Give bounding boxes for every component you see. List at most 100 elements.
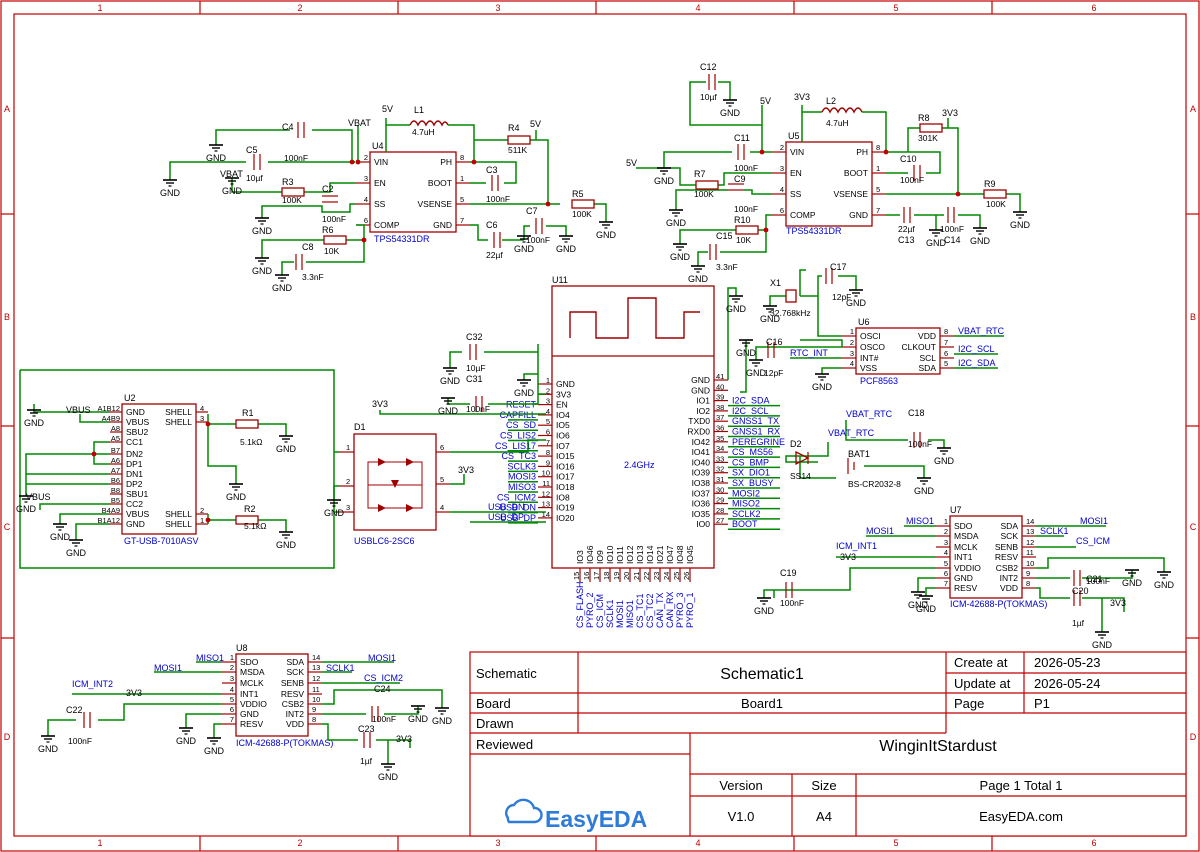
u8-body[interactable] <box>235 653 309 737</box>
junction <box>361 237 367 243</box>
pin-name: IO36 <box>692 499 711 509</box>
gnd-label: GND <box>16 504 37 514</box>
pin-name: COMP <box>790 210 816 220</box>
zone-col-label: 1 <box>97 3 102 13</box>
r9-ref: R9 <box>984 179 996 189</box>
pin-name: SS <box>790 189 802 199</box>
u11-ref: U11 <box>552 275 568 285</box>
pin-number: B7 <box>111 446 120 455</box>
u8-3v3-label: 3V3 <box>126 688 142 698</box>
u2-vbus2-label: VBUS <box>26 492 51 502</box>
r9-resistor <box>983 189 1007 199</box>
pin-name: MSDA <box>240 667 265 677</box>
u2-body[interactable] <box>121 403 197 535</box>
gnd-label: GND <box>688 274 709 284</box>
u11-left-net: MOSI3 <box>508 472 536 482</box>
u6-body[interactable] <box>855 327 941 375</box>
pin-number: A8 <box>111 424 120 433</box>
c23-val: 1µf <box>360 756 373 766</box>
pin-number: 24 <box>662 572 671 580</box>
u11-left-net: CS_LIS17 <box>495 441 536 451</box>
c8-ref: C8 <box>302 242 314 252</box>
u11-bottom-net: MISO1 <box>625 600 635 628</box>
pin-name: IO19 <box>556 503 575 513</box>
u11-right-net: BOOT <box>732 519 758 529</box>
u4-wire-c5 <box>169 161 355 180</box>
pin-number: 2 <box>200 506 204 515</box>
pin-name: VSS <box>860 363 877 373</box>
r5-ref: R5 <box>572 189 584 199</box>
u7-3v3-b-label: 3V3 <box>1110 598 1126 608</box>
zone-col-label: 2 <box>297 838 302 848</box>
pin-number: A1B12 <box>97 404 120 413</box>
u4-wire-comp <box>261 224 365 258</box>
u7-body[interactable] <box>949 515 1023 599</box>
u7-wire-left <box>763 525 936 598</box>
u11-left-net: CAPFILL <box>499 410 536 420</box>
usb-dp-net: USB_DP <box>488 512 524 522</box>
u5-5v2-label: 5V <box>626 158 637 168</box>
pin-number: A4B9 <box>102 414 120 423</box>
gnd-label: GND <box>176 736 197 746</box>
pin-name: IO10 <box>605 545 615 564</box>
c20-capacitor <box>1073 590 1081 606</box>
pin-name: VSENSE <box>418 199 453 209</box>
pin-number: 1 <box>200 516 204 525</box>
pin-name: COMP <box>374 220 400 230</box>
tb-create-value: 2026-05-23 <box>1034 655 1101 670</box>
c13-ref: C13 <box>898 235 915 245</box>
pin-number: B6 <box>111 476 120 485</box>
pin-number: 8 <box>1026 579 1030 588</box>
c13-capacitor <box>903 207 911 223</box>
pin-number: 4 <box>230 685 234 694</box>
d1-wire-right <box>450 439 546 523</box>
u11-wire-reset <box>379 410 546 415</box>
zone-row-label: B <box>4 312 10 322</box>
pin-number: 9 <box>1026 569 1030 578</box>
gnd-label: GND <box>556 244 577 254</box>
c15-ref: C15 <box>716 231 733 241</box>
pin-name: IO35 <box>692 509 711 519</box>
gnd-label: GND <box>754 606 775 616</box>
pin-number: 28 <box>716 506 724 515</box>
pin-number: 36 <box>716 424 724 433</box>
pin-name: VDDIO <box>240 699 267 709</box>
pin-name: SBU1 <box>126 489 148 499</box>
u7-mosi-r-net: MOSI1 <box>1080 516 1108 526</box>
u11-body[interactable] <box>551 285 715 569</box>
c9-capacitor <box>728 183 744 191</box>
u11-right-net: SCLK2 <box>732 509 761 519</box>
c5-val: 10µf <box>246 173 263 183</box>
pin-number: 14 <box>542 510 550 519</box>
pin-number: 12 <box>542 489 550 498</box>
pin-name: INT# <box>860 353 879 363</box>
pin-name: OSCO <box>860 342 885 352</box>
c12-val: 10µf <box>700 92 717 102</box>
pin-number: 22 <box>642 572 651 580</box>
pin-number: 25 <box>672 572 681 580</box>
d1-3v3-label: 3V3 <box>458 465 474 475</box>
u8-miso-net: MISO1 <box>196 653 224 663</box>
u5-wire-comp <box>679 214 772 244</box>
antenna-icon <box>569 297 700 339</box>
gnd-label: GND <box>934 456 955 466</box>
pin-number: 4 <box>944 548 948 557</box>
u11-left-net: USB_DN <box>499 503 536 513</box>
u4-body[interactable] <box>369 151 457 233</box>
pin-number: 14 <box>1026 517 1034 526</box>
pin-number: 9 <box>546 458 550 467</box>
c22-capacitor <box>83 712 91 728</box>
pin-number: 14 <box>312 653 320 662</box>
c11-capacitor <box>737 144 745 160</box>
c15-val: 3.3nF <box>716 262 738 272</box>
pin-number: 5 <box>944 559 948 568</box>
c10-val: 100nF <box>900 175 924 185</box>
junction <box>471 159 477 165</box>
pin-number: 27 <box>716 516 724 525</box>
junction <box>955 191 961 197</box>
u5-body[interactable] <box>785 141 873 227</box>
r8-ref: R8 <box>918 113 930 123</box>
gnd-label: GND <box>1154 580 1175 590</box>
pin-name: IO17 <box>556 472 575 482</box>
